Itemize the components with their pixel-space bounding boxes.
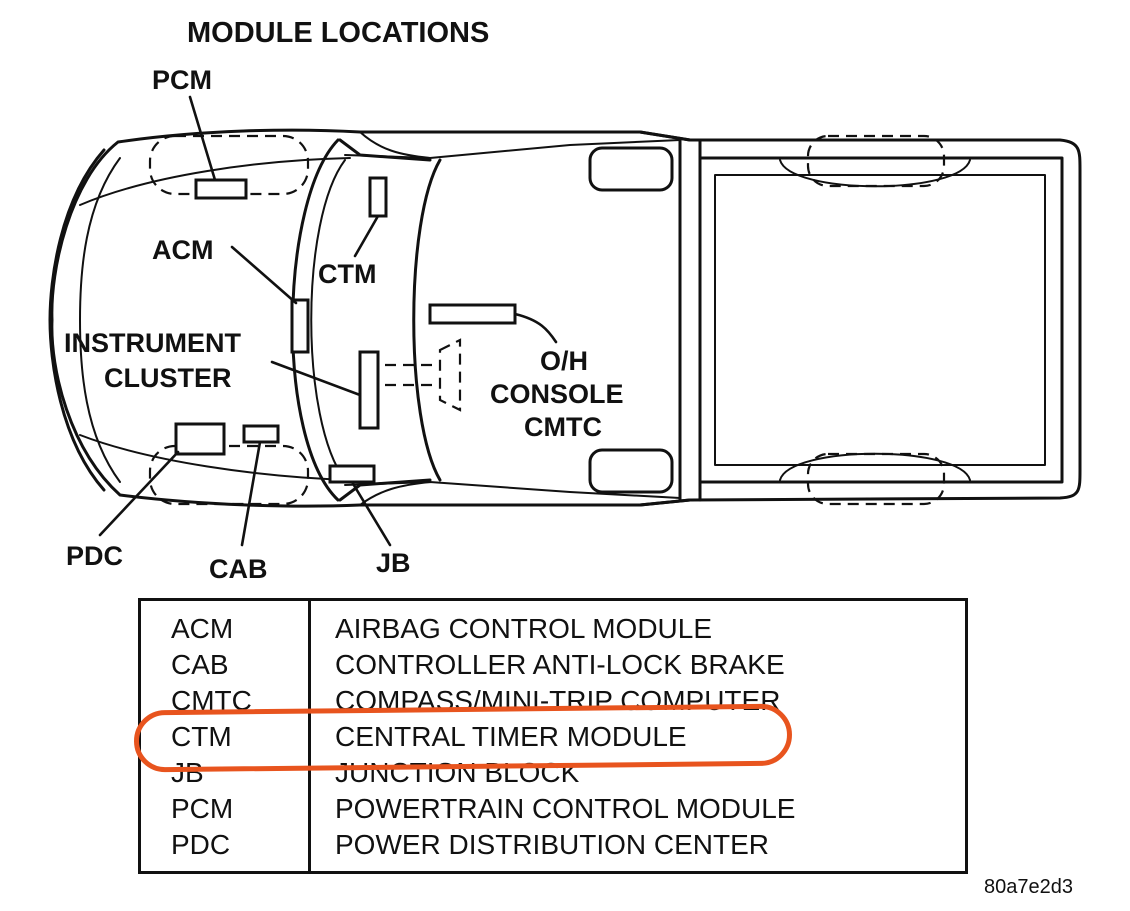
pdc-label: PDC xyxy=(66,541,123,571)
jb-module xyxy=(328,464,376,484)
leader-lines xyxy=(98,95,558,547)
legend-abbr: CMTC xyxy=(171,685,252,716)
figure-code: 80a7e2d3 xyxy=(984,876,1073,898)
ctm-highlight-circle xyxy=(133,703,793,773)
legend-abbr: PDC xyxy=(171,829,231,860)
pdc-module xyxy=(174,422,226,456)
legend-abbr: JB xyxy=(171,757,204,788)
legend-divider xyxy=(308,601,311,871)
legend-desc: AIRBAG CONTROL MODULE xyxy=(335,613,713,644)
legend-row: CAB CONTROLLER ANTI-LOCK BRAKE xyxy=(141,647,965,683)
instrument-label-line1: INSTRUMENT xyxy=(64,328,241,358)
instrument-label-line2: CLUSTER xyxy=(104,363,232,393)
legend-row: CMTC COMPASS/MINI-TRIP COMPUTER xyxy=(141,683,965,719)
legend-desc: CONTROLLER ANTI-LOCK BRAKE xyxy=(335,649,785,680)
instrument-cluster-module xyxy=(358,350,380,430)
legend-row: PCM POWERTRAIN CONTROL MODULE xyxy=(141,791,965,827)
legend-abbr: PCM xyxy=(171,793,234,824)
legend-row: PDC POWER DISTRIBUTION CENTER xyxy=(141,827,965,863)
cab-module xyxy=(242,424,280,444)
legend-abbr: CAB xyxy=(171,649,229,680)
cmtc-module xyxy=(428,303,517,325)
legend-desc: CENTRAL TIMER MODULE xyxy=(335,721,687,752)
legend-desc: COMPASS/MINI-TRIP COMPUTER xyxy=(335,685,781,716)
diagram-title: MODULE LOCATIONS xyxy=(187,17,489,49)
acm-label: ACM xyxy=(152,235,214,265)
ctm-label: CTM xyxy=(318,259,376,289)
oh-label-line2: CONSOLE xyxy=(490,379,624,409)
legend-desc: POWERTRAIN CONTROL MODULE xyxy=(335,793,796,824)
jb-label: JB xyxy=(376,548,411,578)
cab-label: CAB xyxy=(209,554,268,584)
legend-row: CTM CENTRAL TIMER MODULE xyxy=(141,719,965,755)
legend-row: ACM AIRBAG CONTROL MODULE xyxy=(141,611,965,647)
legend-desc: JUNCTION BLOCK xyxy=(335,757,580,788)
acm-module xyxy=(290,298,310,354)
legend-row: JB JUNCTION BLOCK xyxy=(141,755,965,791)
oh-label-line1: O/H xyxy=(540,346,588,376)
vehicle-outline xyxy=(48,128,1082,508)
legend-abbr: ACM xyxy=(171,613,234,644)
legend-abbr: CTM xyxy=(171,721,232,752)
pcm-module xyxy=(194,178,248,200)
oh-label-line3: CMTC xyxy=(524,412,602,442)
legend-table: ACM AIRBAG CONTROL MODULE CAB CONTROLLER… xyxy=(138,598,968,874)
legend-desc: POWER DISTRIBUTION CENTER xyxy=(335,829,770,860)
pcm-label: PCM xyxy=(152,65,212,95)
ctm-module xyxy=(368,176,388,218)
